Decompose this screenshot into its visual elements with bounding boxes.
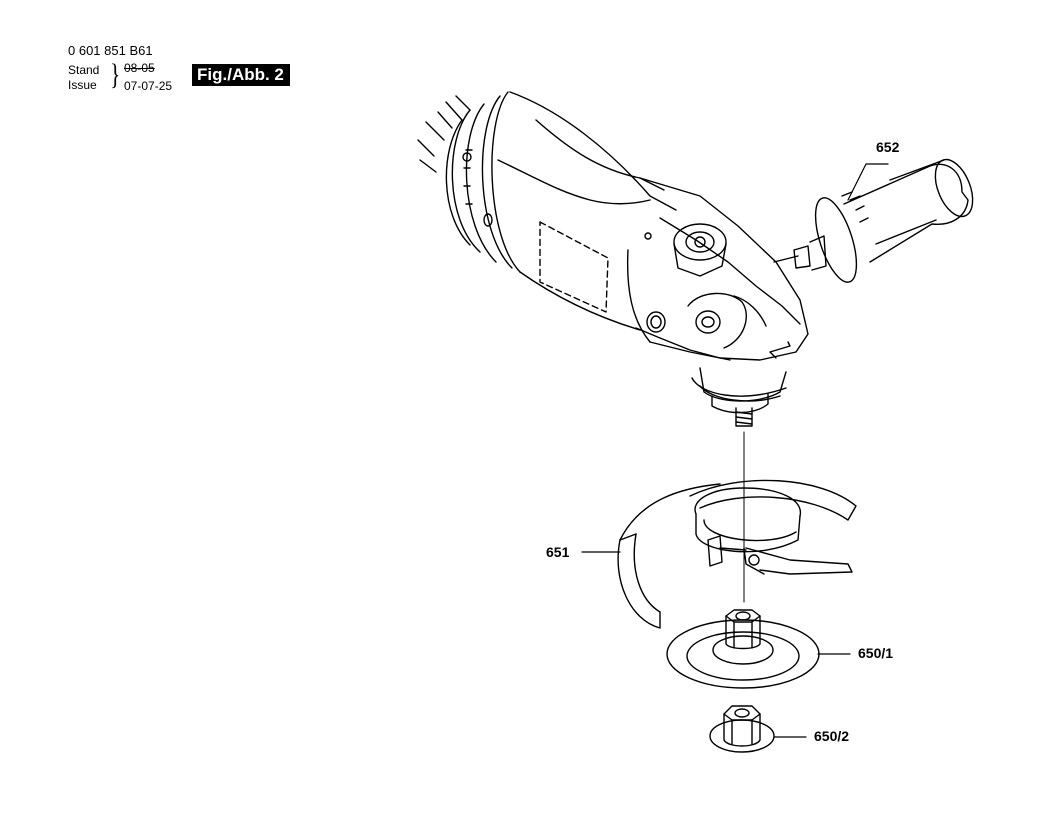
grinder-body	[417, 91, 809, 427]
callout-651: 651	[546, 544, 570, 560]
leader-lines	[581, 163, 889, 738]
clamping-nut	[709, 705, 775, 753]
stand-value-struck: 08-05	[124, 61, 155, 75]
brace-symbol: }	[110, 58, 121, 91]
callout-652: 652	[876, 139, 900, 155]
stand-label: Stand	[68, 63, 100, 77]
figure-label: Fig./Abb. 2	[192, 64, 290, 86]
issue-date: 07-07-25	[124, 79, 173, 93]
callout-650-1: 650/1	[858, 645, 894, 661]
issue-label: Issue	[68, 78, 97, 92]
backing-flange	[666, 609, 820, 689]
part-number: 0 601 851 B61	[68, 43, 153, 58]
wheel-guard	[617, 479, 857, 629]
auxiliary-handle	[773, 158, 974, 283]
callout-650-2: 650/2	[814, 728, 850, 744]
